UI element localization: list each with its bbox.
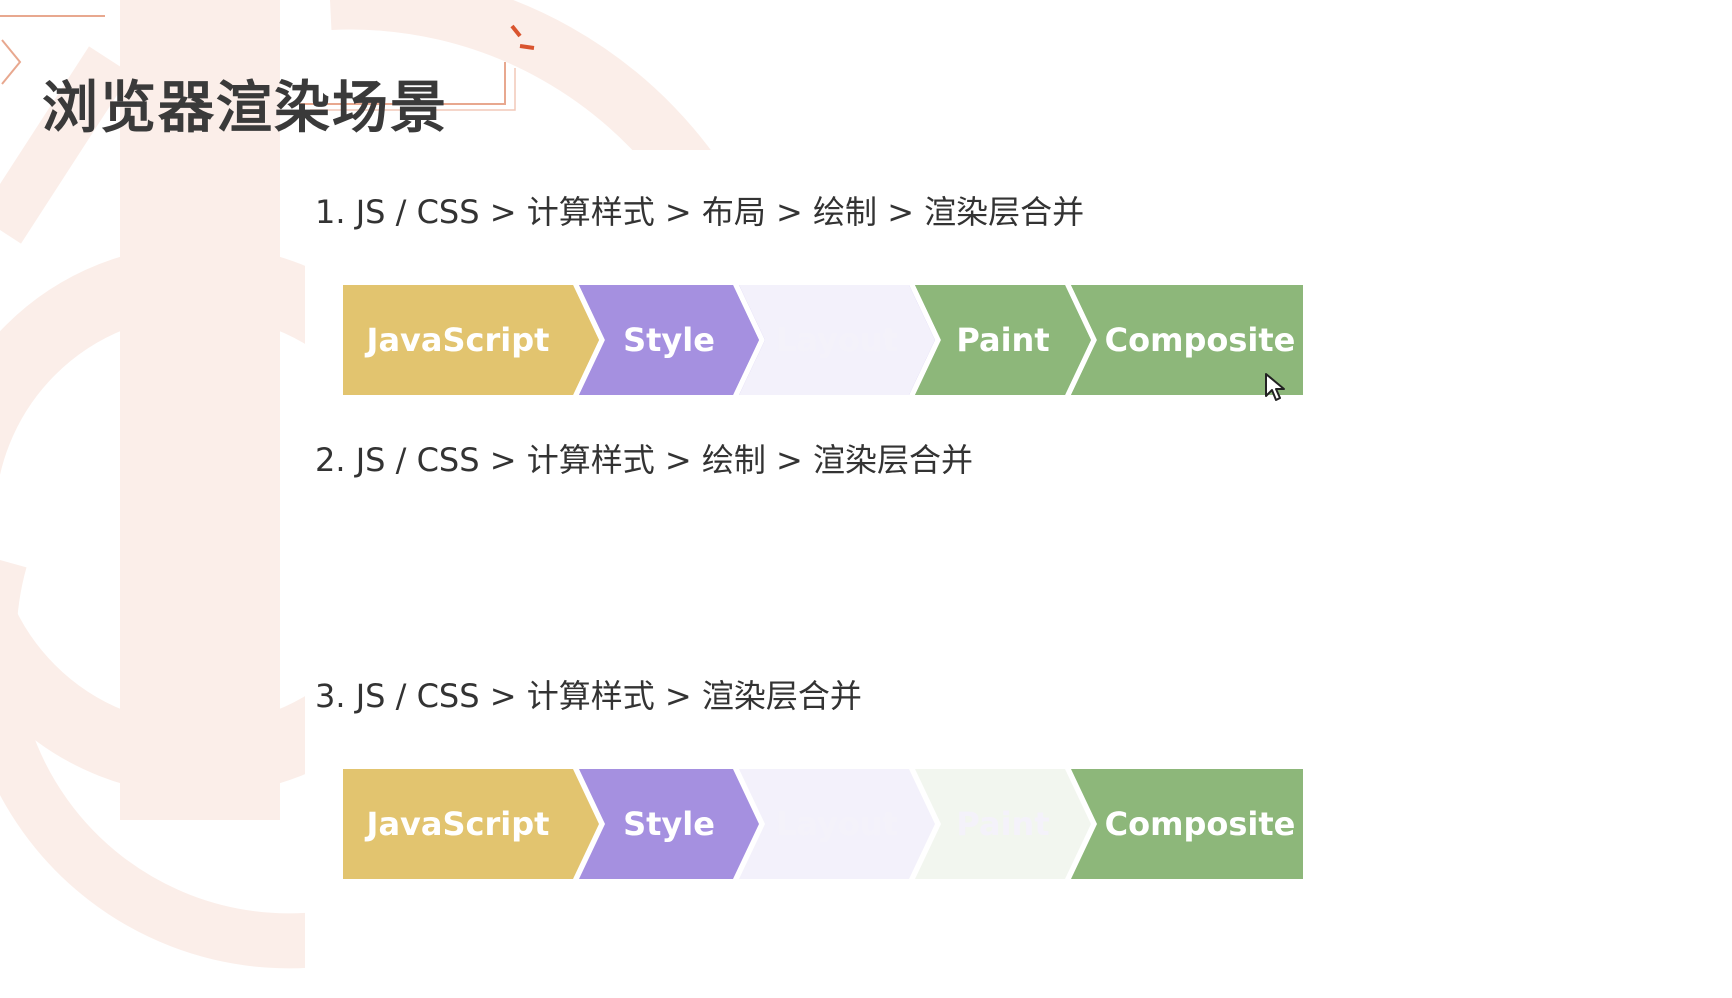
pipeline-2-label-layout: Layout [776,321,898,359]
pipeline-2-label-paint: Paint [956,321,1049,359]
pipeline-3-label-layout: Layout [776,805,898,843]
scenario-heading-3: 3. JS / CSS > 计算样式 > 渲染层合并 [315,677,862,715]
pipeline-3: JavaScript Style Layout Paint Composite [343,769,1393,879]
pipeline-3-step-paint [915,769,1091,879]
pipeline-3-label-composite: Composite [1105,805,1296,843]
pipeline-3-step-style [579,769,759,879]
title-decoration [0,15,535,111]
pipeline-2-label-composite: Composite [1105,321,1296,359]
pipeline-2-label-javascript: JavaScript [365,321,550,359]
pipeline-3-step-layout [739,769,935,879]
pipeline-1-svg: JavaScriptStyleLayoutPaintCompositeJavaS… [343,285,1303,395]
pipeline-2-svg [343,533,1393,643]
scenario-heading-1: 1. JS / CSS > 计算样式 > 布局 > 绘制 > 渲染层合并 [315,193,1085,231]
mouse-cursor-icon [1265,373,1285,401]
pipeline-2-step-javascript [343,285,599,395]
pipeline-3-step-javascript [343,769,599,879]
pipeline-3-label-javascript: JavaScript [365,805,550,843]
pipeline-3-step-composite [1071,769,1303,879]
content-panel: 1. JS / CSS > 计算样式 > 布局 > 绘制 > 渲染层合并 Jav… [305,150,1732,998]
pipeline-2-step-layout [739,285,935,395]
pipeline-2 [343,533,1393,643]
pipeline-3-label-style: Style [623,805,715,843]
scenario-heading-2: 2. JS / CSS > 计算样式 > 绘制 > 渲染层合并 [315,441,974,479]
pipeline-2-step-style [579,285,759,395]
pipeline-3-label-paint: Paint [956,805,1049,843]
pipeline-2-step-composite [1071,285,1303,395]
slide-title: 浏览器渲染场景 [42,74,448,141]
pipeline-2-label-style: Style [623,321,715,359]
pipeline-2-step-paint [915,285,1091,395]
pipeline-1: JavaScriptStyleLayoutPaintCompositeJavaS… [343,285,1393,395]
pipeline-3-svg: JavaScript Style Layout Paint Composite [343,769,1303,879]
